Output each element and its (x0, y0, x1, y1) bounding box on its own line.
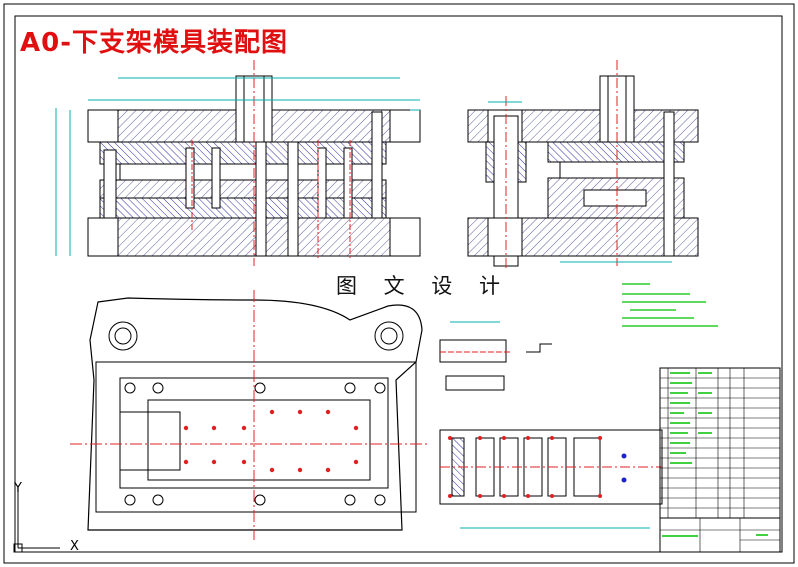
inner-border (14, 15, 783, 553)
die-plan-view (70, 290, 430, 540)
watermark-text: 图 文 设 计 (332, 270, 515, 300)
part-detail-view (439, 321, 552, 391)
ucs-x-label: X (70, 539, 79, 554)
ucs-axis-icon: Y X (13, 481, 79, 554)
technical-notes (622, 283, 718, 327)
front-section-view (55, 60, 421, 266)
ucs-y-label: Y (13, 481, 22, 496)
strip-layout-view (439, 429, 663, 529)
side-section-view (467, 60, 699, 272)
title-block (659, 517, 781, 553)
outer-border (3, 3, 795, 564)
parts-list-table (659, 367, 781, 519)
drawing-title: A0-下支架模具装配图 (20, 28, 289, 58)
